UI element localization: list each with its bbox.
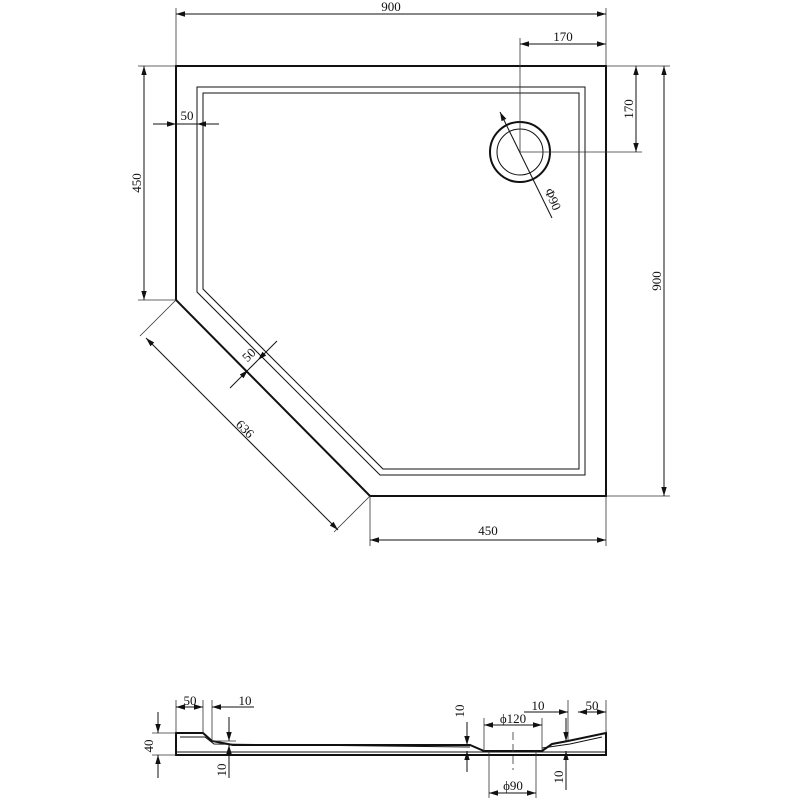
- section-profile-inner: [180, 736, 603, 749]
- tray-rim-line-2: [202, 92, 580, 470]
- diagonal-side-label: 636: [233, 417, 258, 442]
- section-depth-centre-label: 10: [452, 705, 467, 718]
- section-height-label: 40: [141, 740, 156, 753]
- rim-diag-arrow-a: [257, 340, 278, 361]
- rim-diag-link: [247, 359, 259, 371]
- tray-rim-line-1: [196, 86, 586, 476]
- waste-diameter-line: [499, 111, 553, 219]
- left-side-label: 450: [129, 173, 144, 193]
- section-rim-left-label: 50: [184, 693, 197, 708]
- section-drain-outer-label: ϕ120: [500, 711, 526, 726]
- section-depth-left-label: 10: [214, 764, 229, 777]
- section-step-right-label: 10: [532, 698, 545, 713]
- section-step-left-label: 10: [239, 693, 252, 708]
- plan-view: Φ90 170 170 900 900 450 450 636: [129, 0, 670, 546]
- tray-outer-outline: [175, 65, 607, 497]
- section-depth-right-label: 10: [551, 771, 566, 784]
- waste-diameter-label: Φ90: [542, 186, 565, 213]
- overall-depth-label: 900: [649, 271, 664, 291]
- rim-left-label: 50: [181, 108, 194, 123]
- diag-ext-top: [139, 299, 177, 337]
- diagonal-side-dim: [145, 337, 339, 531]
- overall-width-label: 900: [381, 0, 401, 14]
- section-view: 40 50 10 10 10 ϕ120 ϕ90 10: [141, 693, 607, 798]
- waste-offset-x-label: 170: [553, 29, 573, 44]
- diag-ext-bottom: [333, 495, 371, 533]
- rim-diag-arrow-b: [229, 369, 249, 389]
- waste-offset-y-label: 170: [621, 99, 636, 119]
- section-rim-right-label: 50: [586, 698, 599, 713]
- front-side-label: 450: [478, 523, 498, 538]
- section-drain-inner-label: ϕ90: [503, 778, 523, 793]
